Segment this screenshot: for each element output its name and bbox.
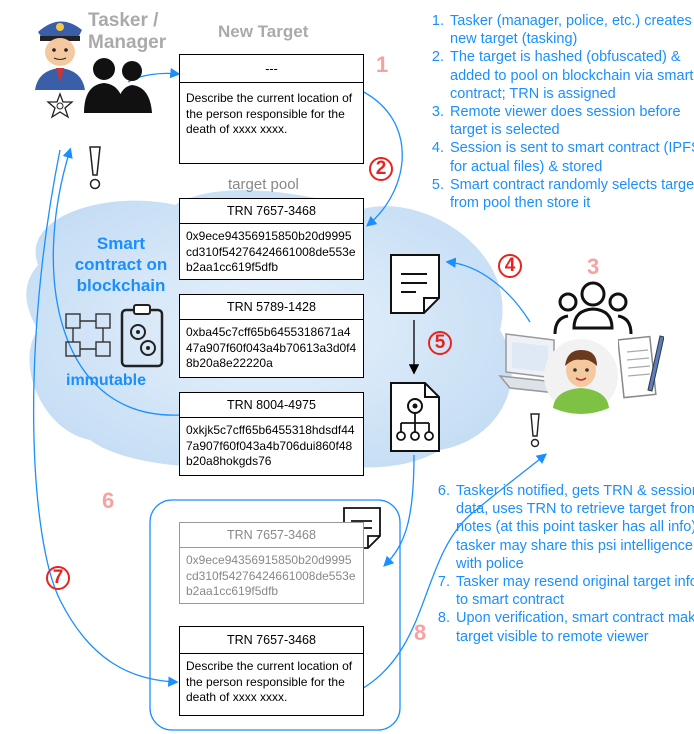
- pool-entry-trn: TRN 7657-3468: [180, 199, 363, 224]
- tasker-label-line2: Manager: [88, 32, 167, 53]
- remote-viewer-avatar: [544, 339, 618, 414]
- exclamation-icon: [530, 413, 540, 448]
- new-target-text: Describe the current location of the per…: [186, 91, 353, 136]
- badge-star-icon: [46, 92, 74, 119]
- data-flow-document-icon: [390, 382, 440, 452]
- step-item: Tasker is notified, gets TRN & session d…: [454, 482, 694, 573]
- new-target-header: ---: [180, 55, 363, 83]
- faded-target-hash: 0x9ece94356915850b20d9995cd310f542764246…: [186, 553, 356, 598]
- group-people-icon: [84, 58, 152, 113]
- blockchain-label-line2: contract on: [74, 255, 168, 274]
- pool-entry-trn: TRN 5789-1428: [180, 295, 363, 320]
- tasker-label-line1: Tasker /: [88, 10, 159, 31]
- step-item: Upon verification, smart contract makes …: [454, 609, 694, 645]
- faded-target-card: TRN 7657-3468 0x9ece94356915850b20d9995c…: [179, 522, 364, 604]
- arrow-tasker-to-revealed: [32, 149, 179, 687]
- arrow-selection-to-bottom: [383, 454, 415, 567]
- steps-list-top: Tasker (manager, police, etc.) creates n…: [426, 12, 694, 212]
- revealed-target-text: Describe the current location of the per…: [186, 659, 353, 704]
- step-item: The target is hashed (obfuscated) & adde…: [448, 48, 694, 103]
- tasker-label: Tasker / Manager: [88, 10, 166, 54]
- session-document-icon: [390, 254, 440, 314]
- revealed-target-card: TRN 7657-3468 Describe the current locat…: [179, 626, 364, 716]
- team-outline-icon: [553, 281, 633, 335]
- arrow-pool-to-tasker: [52, 147, 181, 416]
- step-item: Tasker (manager, police, etc.) creates n…: [448, 12, 694, 48]
- step-marker-1: 1: [376, 52, 389, 77]
- pool-entry-hash: 0xkjk5c7cff65b6455318hdsdf447a907f60f043…: [186, 423, 355, 468]
- pool-entry: TRN 7657-3468 0x9ece94356915850b20d9995c…: [179, 198, 364, 280]
- step-marker-5: 5: [428, 331, 452, 355]
- pool-entry: TRN 8004-4975 0xkjk5c7cff65b6455318hdsdf…: [179, 392, 364, 476]
- step-item: Session is sent to smart contract (IPFS …: [448, 139, 694, 175]
- exclamation-icon: [89, 146, 101, 190]
- pool-entry-hash: 0xba45c7cff65b6455318671a447a907f60f043a…: [186, 325, 357, 370]
- arrow-viewer-to-session: [445, 257, 531, 323]
- notepad-pen-icon: [618, 335, 664, 399]
- steps-list-bottom: Tasker is notified, gets TRN & session d…: [432, 482, 694, 646]
- step-marker-2: 2: [369, 157, 393, 181]
- step-marker-3: 3: [587, 254, 600, 279]
- step-item: Tasker may resend original target info t…: [454, 573, 694, 609]
- step-item: Smart contract randomly selects target f…: [448, 176, 694, 212]
- new-target-title: New Target: [218, 22, 309, 41]
- step-marker-4: 4: [498, 254, 522, 278]
- step-item: Remote viewer does session before target…: [448, 103, 694, 139]
- step-marker-8: 8: [414, 620, 427, 645]
- pool-entry-trn: TRN 8004-4975: [180, 393, 363, 418]
- faded-target-trn: TRN 7657-3468: [180, 523, 363, 548]
- pool-entry: TRN 5789-1428 0xba45c7cff65b6455318671a4…: [179, 294, 364, 378]
- bottom-container: [149, 499, 401, 731]
- contract-gears-icon: [120, 304, 164, 368]
- arrow-new-target-to-pool: [359, 89, 403, 227]
- blockchain-cubes-icon: [65, 313, 111, 357]
- step-marker-6: 6: [102, 488, 115, 513]
- revealed-target-trn: TRN 7657-3468: [180, 627, 363, 654]
- immutable-label: immutable: [66, 372, 147, 389]
- blockchain-label-line3: blockchain: [76, 276, 166, 295]
- target-pool-label: target pool: [228, 176, 299, 193]
- blockchain-label: Smart contract on blockchain: [62, 233, 180, 296]
- new-target-card: --- Describe the current location of the…: [179, 54, 364, 164]
- blockchain-label-line1: Smart: [96, 234, 146, 253]
- pool-entry-hash: 0x9ece94356915850b20d9995cd310f542764246…: [186, 229, 356, 274]
- step-marker-7: 7: [46, 566, 70, 590]
- police-officer-icon: [35, 21, 85, 90]
